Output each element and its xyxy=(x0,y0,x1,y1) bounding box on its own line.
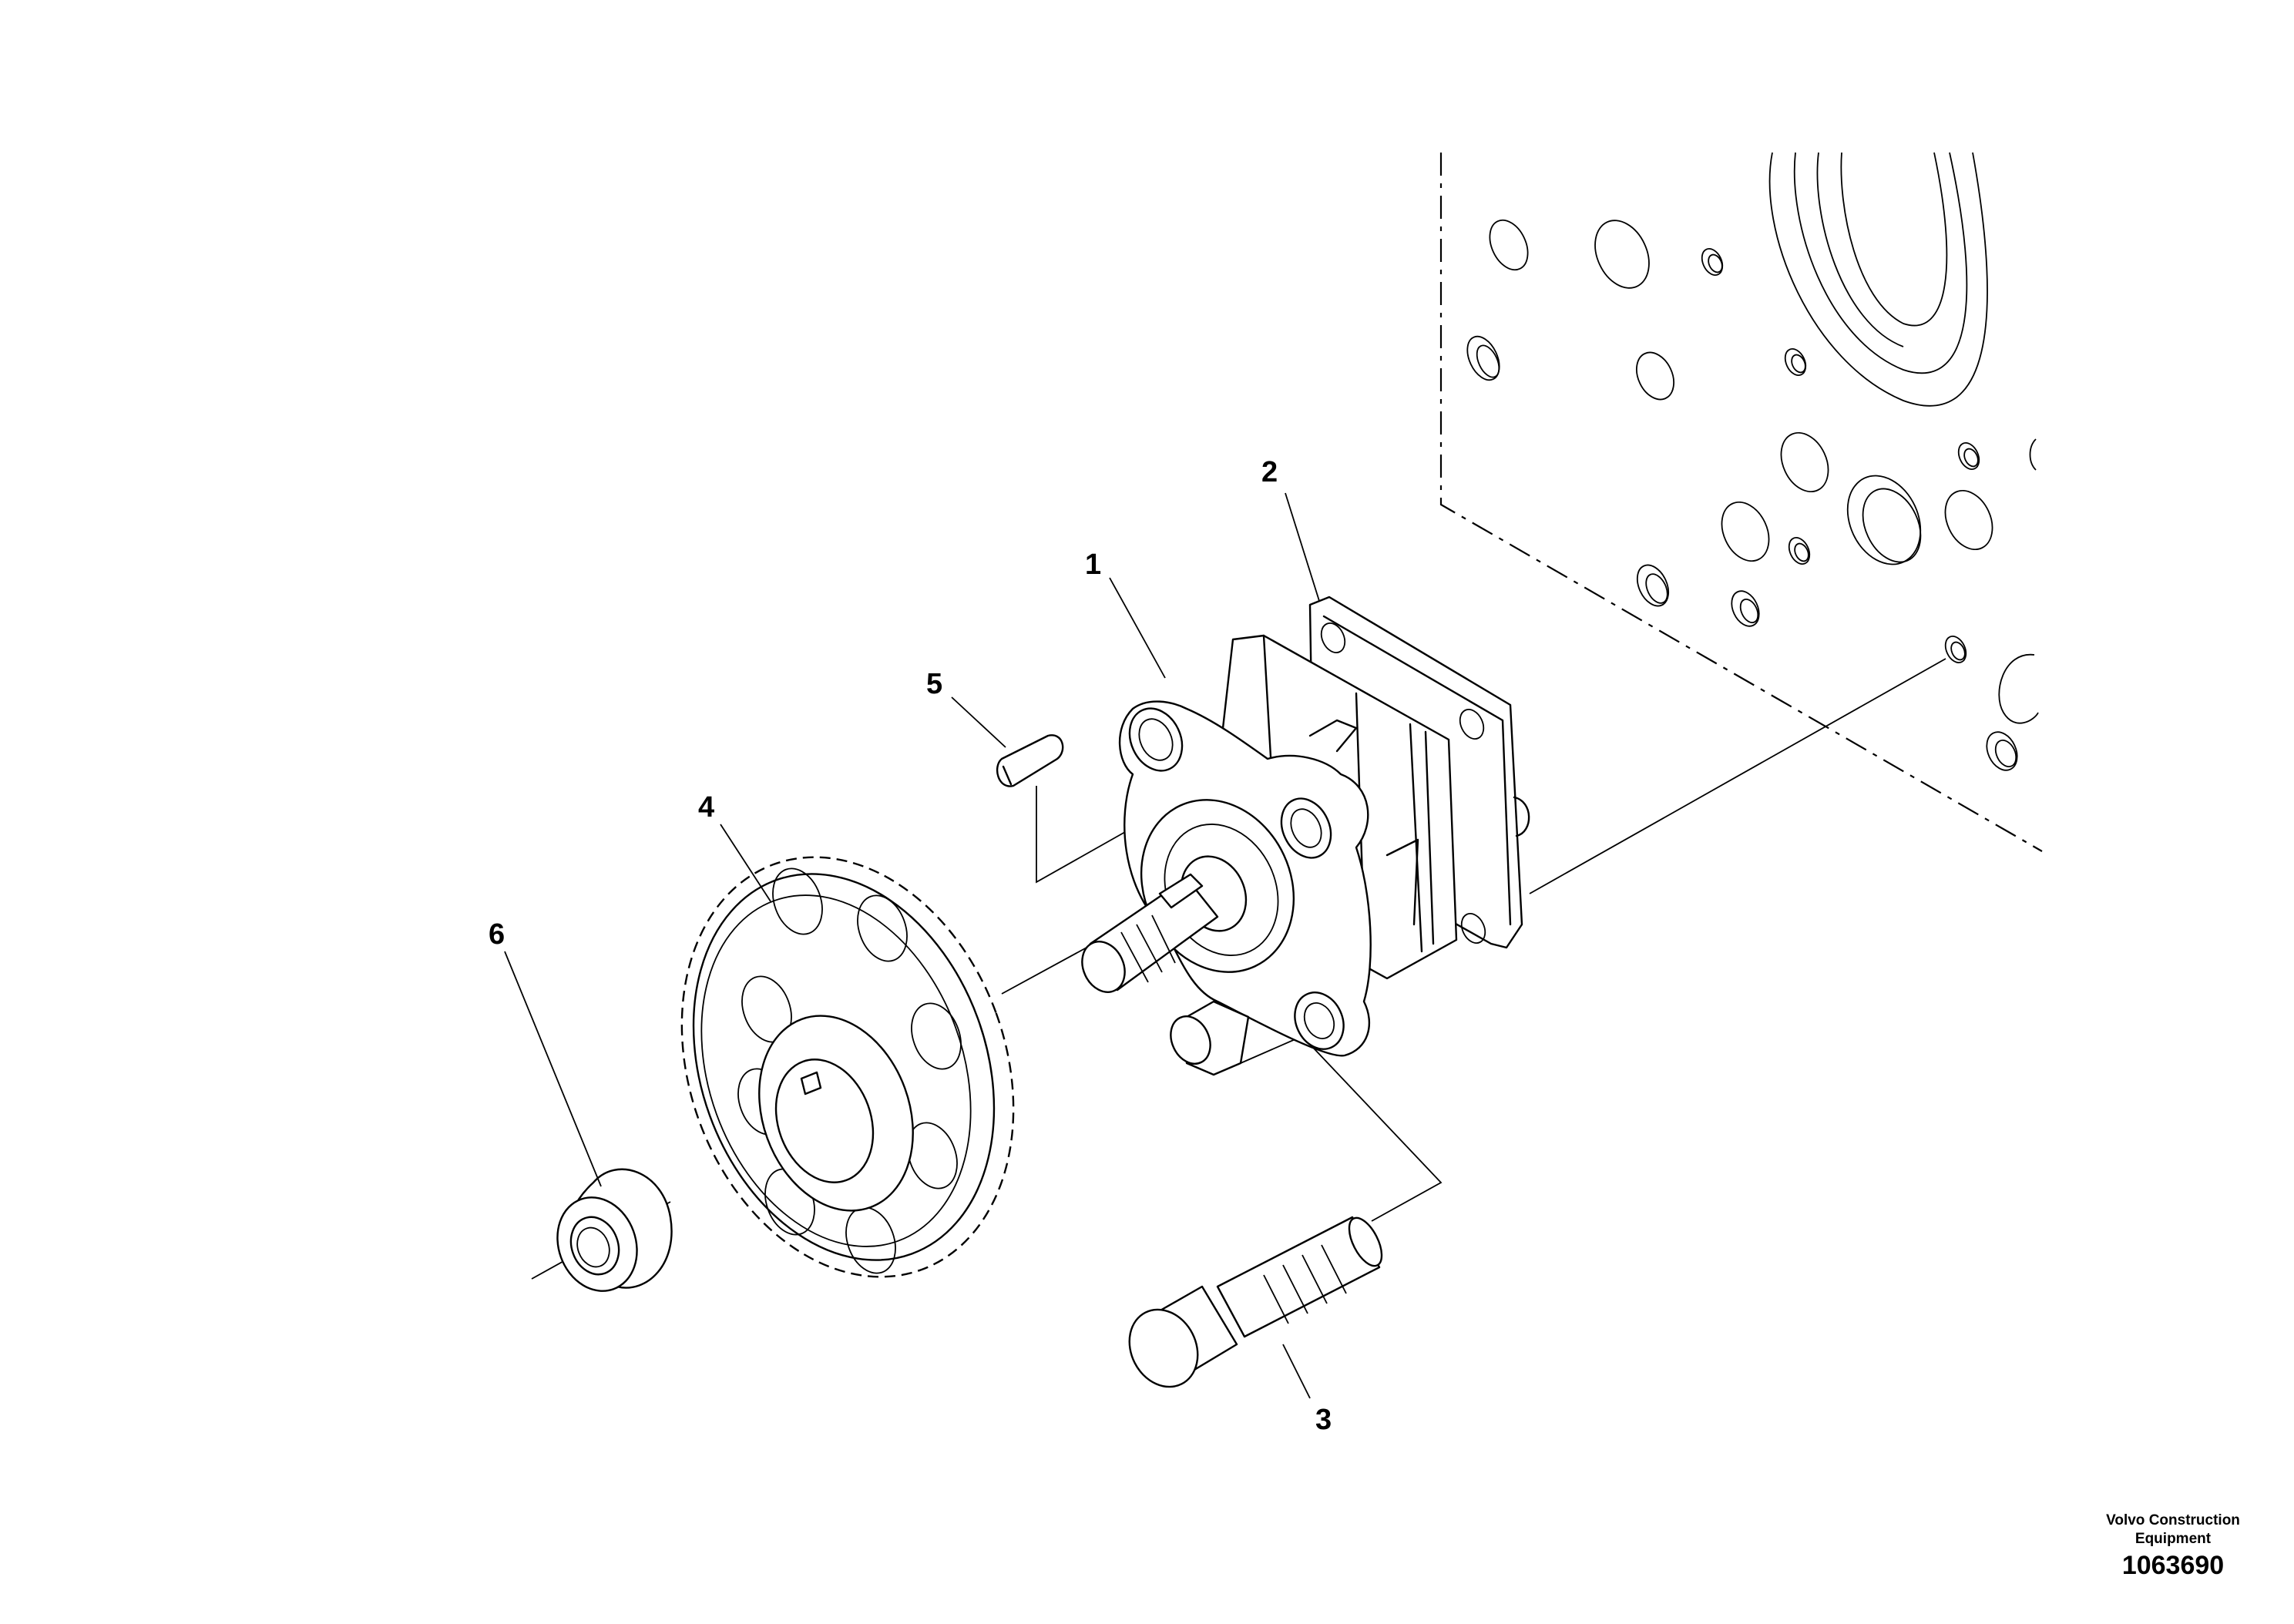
part-6-flange-nut xyxy=(556,1168,673,1292)
callout-5: 5 xyxy=(926,668,942,700)
callout-1: 1 xyxy=(1085,549,1101,581)
engine-block-plate xyxy=(1439,152,2043,852)
company-name-line1: Volvo Construction xyxy=(2106,1512,2240,1528)
company-name-line2: Equipment xyxy=(2134,1531,2212,1547)
callout-3: 3 xyxy=(1315,1404,1332,1436)
drawing-number: 1063690 xyxy=(2121,1551,2225,1580)
leader-lines xyxy=(504,492,1320,1399)
part-5-key xyxy=(996,734,1064,787)
callout-6: 6 xyxy=(489,918,505,951)
callout-2: 2 xyxy=(1261,456,1278,488)
part-3-relief-valve xyxy=(1128,1216,1383,1388)
drawing-credit-block: Volvo Construction Equipment 1063690 xyxy=(2073,1512,2273,1582)
part-4-gear xyxy=(680,856,1015,1278)
part-1-oil-pump xyxy=(1081,634,1458,1076)
callout-4: 4 xyxy=(698,791,714,824)
callout-numbers: 1 2 3 4 5 6 xyxy=(489,456,1332,1436)
